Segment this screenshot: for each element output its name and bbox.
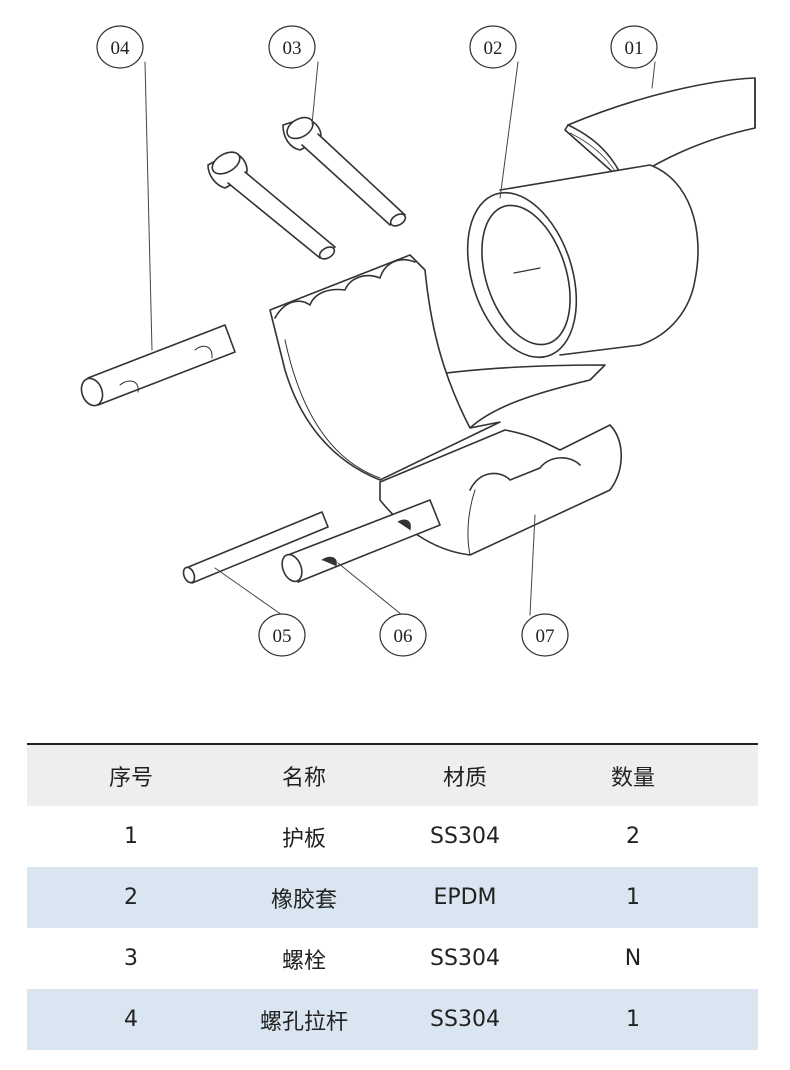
callout-label: 07 bbox=[536, 626, 555, 647]
cell-index: 4 bbox=[124, 1007, 138, 1032]
callout-label: 04 bbox=[111, 38, 131, 59]
cell-index: 1 bbox=[124, 824, 138, 849]
exploded-assembly-diagram: 04 03 02 01 05 06 07 bbox=[80, 25, 756, 657]
callout-label: 03 bbox=[283, 38, 302, 59]
callout-04: 04 bbox=[96, 25, 144, 69]
table-row: 1 护板 SS304 2 bbox=[27, 806, 758, 867]
leader-lines bbox=[144, 61, 656, 616]
callout-01: 01 bbox=[610, 25, 658, 69]
cell-index: 3 bbox=[124, 946, 138, 971]
table-header-row: 序号 名称 材质 数量 bbox=[27, 745, 758, 806]
housing-upper-half bbox=[269, 254, 501, 481]
part-07-lower-housing bbox=[379, 424, 622, 556]
part-02-rubber-sleeve bbox=[466, 164, 699, 359]
cell-quantity: 2 bbox=[626, 824, 640, 849]
callout-03: 03 bbox=[268, 25, 316, 69]
cell-material: SS304 bbox=[430, 824, 500, 849]
cell-name: 螺栓 bbox=[281, 948, 326, 974]
cell-quantity: 1 bbox=[626, 885, 640, 910]
header-quantity: 数量 bbox=[610, 765, 655, 791]
callout-02: 02 bbox=[469, 25, 517, 69]
cell-name: 螺孔拉杆 bbox=[259, 1009, 348, 1035]
cell-name: 橡胶套 bbox=[270, 887, 337, 913]
part-05-pin bbox=[182, 511, 329, 584]
cell-material: EPDM bbox=[433, 885, 497, 910]
part-06-rod bbox=[281, 499, 441, 583]
callout-label: 01 bbox=[625, 38, 644, 59]
callout-07: 07 bbox=[521, 613, 569, 657]
table-row: 3 螺栓 SS304 N bbox=[27, 928, 758, 989]
part-04-threaded-rod bbox=[80, 324, 236, 407]
header-name: 名称 bbox=[281, 765, 326, 791]
table-row: 4 螺孔拉杆 SS304 1 bbox=[27, 989, 758, 1050]
cell-index: 2 bbox=[124, 885, 138, 910]
part-01-guard-plate bbox=[564, 77, 756, 184]
callout-06: 06 bbox=[379, 613, 427, 657]
callout-label: 05 bbox=[273, 626, 292, 647]
cell-quantity: N bbox=[624, 946, 642, 971]
callout-label: 02 bbox=[484, 38, 503, 59]
parts-table: 序号 名称 材质 数量 1 护板 SS304 2 2 橡胶套 EPDM 1 3 … bbox=[27, 743, 758, 1050]
cell-quantity: 1 bbox=[626, 1007, 640, 1032]
part-03-bolts bbox=[207, 116, 407, 260]
callout-05: 05 bbox=[258, 613, 306, 657]
cell-material: SS304 bbox=[430, 1007, 500, 1032]
header-index: 序号 bbox=[108, 765, 153, 791]
header-material: 材质 bbox=[442, 765, 487, 791]
table-row: 2 橡胶套 EPDM 1 bbox=[27, 867, 758, 928]
callout-label: 06 bbox=[394, 626, 413, 647]
cell-material: SS304 bbox=[430, 946, 500, 971]
cell-name: 护板 bbox=[281, 826, 326, 852]
